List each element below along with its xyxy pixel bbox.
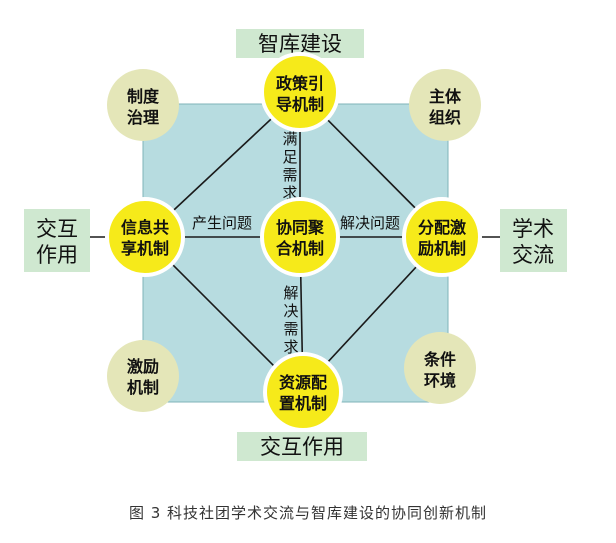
node-top-line1: 政策引 [276,74,324,93]
edge-label-bottom-char3: 需 [283,320,298,338]
edge-label-bottom-char4: 求 [283,338,298,356]
edge-label-top-char3: 需 [282,166,297,184]
node-left-line1: 信息共 [121,218,169,237]
node-right: 分配激 励机制 [402,197,482,277]
side-label-left-line2: 作用 [36,243,78,267]
corner-top-right-line2: 组织 [429,108,461,127]
corner-bottom-left: 激励 机制 [107,340,179,412]
node-center-line2: 合机制 [276,239,324,258]
edge-label-bottom-char2: 决 [283,302,298,320]
node-center-line1: 协同聚 [276,218,325,237]
edge-label-right-bg [334,214,406,232]
collaboration-mechanism-diagram: 智库建设 交互作用 交互 作用 学术 交流 制度 治理 主体 组织 激励 机制 … [24,29,567,461]
edge-label-left: 产生问题 [192,214,252,232]
corner-bottom-left-line2: 机制 [127,378,159,397]
node-left-line2: 享机制 [121,239,169,258]
node-top: 政策引 导机制 [260,52,340,132]
node-bottom-line1: 资源配 [279,373,327,392]
edge-label-bottom-char1: 解 [283,284,298,302]
corner-top-left: 制度 治理 [107,69,179,141]
edge-label-left-bg [186,214,258,232]
node-bottom: 资源配 置机制 [263,352,343,432]
node-center: 协同聚 合机制 [260,197,340,277]
corner-bottom-right-line2: 环境 [424,371,456,390]
side-label-left-line1: 交互 [36,217,78,241]
edge-label-right: 解决问题 [340,214,400,232]
side-label-right: 学术 交流 [500,209,567,272]
edge-label-top-char1: 满 [282,130,297,148]
side-label-bottom: 交互作用 [237,432,367,461]
side-label-bottom-text: 交互作用 [260,435,344,459]
corner-bottom-right-line1: 条件 [423,350,456,369]
corner-bottom-left-line1: 激励 [127,357,159,376]
side-label-left: 交互 作用 [24,209,90,272]
corner-top-left-line2: 治理 [127,108,159,127]
node-bottom-line2: 置机制 [279,394,327,413]
node-left: 信息共 享机制 [105,197,185,277]
corner-top-left-line1: 制度 [127,87,160,106]
edge-label-top: 满 足 需 求 [281,128,299,204]
edge-label-top-char2: 足 [282,148,297,166]
node-right-line2: 励机制 [418,239,466,258]
corner-top-right: 主体 组织 [409,69,481,141]
side-label-right-line2: 交流 [512,243,554,267]
corner-top-right-line1: 主体 [429,87,462,106]
edge-label-bottom: 解 决 需 求 [282,282,300,358]
node-top-line2: 导机制 [276,95,324,114]
side-label-right-line1: 学术 [512,217,554,241]
figure-caption: 图 3 科技社团学术交流与智库建设的协同创新机制 [128,504,488,522]
node-right-line1: 分配激 [418,218,466,237]
corner-bottom-right: 条件 环境 [404,332,476,404]
